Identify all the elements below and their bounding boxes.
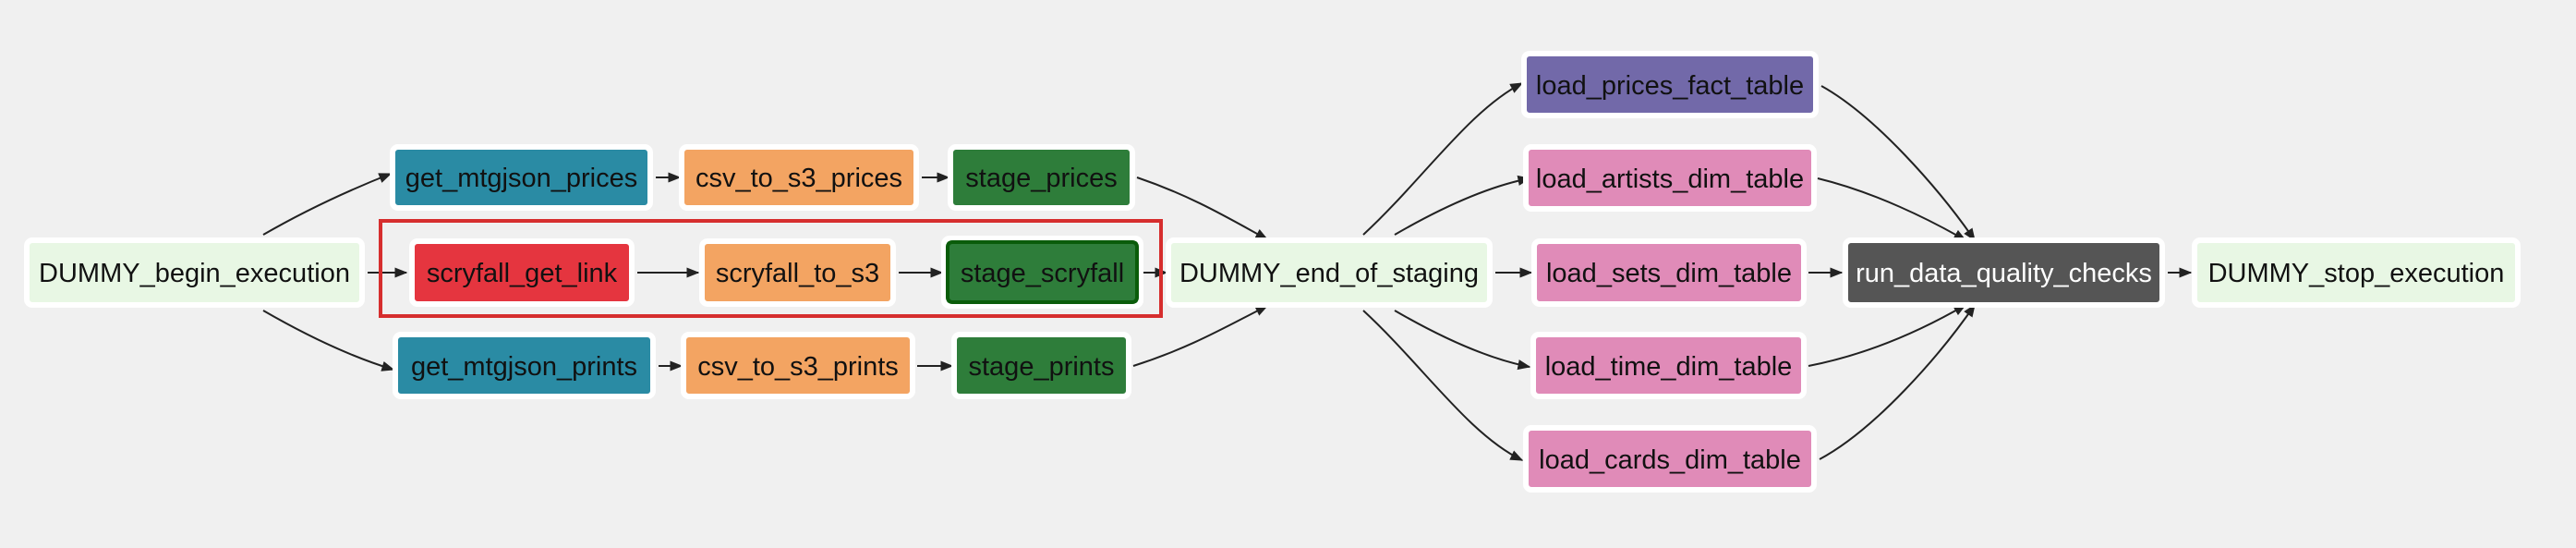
edge-load-cards-dim-to-quality-checks <box>1819 303 1976 460</box>
selected-outline <box>946 240 1139 304</box>
edges <box>262 82 2193 461</box>
task-label: load_cards_dim_table <box>1539 445 1801 475</box>
task-label: load_prices_fact_table <box>1536 71 1804 101</box>
edge-end-of-staging-to-load-artists-dim <box>1394 175 1531 236</box>
task-label: DUMMY_begin_execution <box>39 259 350 288</box>
edge-end-of-staging-to-load-prices-fact <box>1362 82 1524 236</box>
task-stage-prints[interactable]: stage_prints <box>951 332 1131 399</box>
task-get-mtgjson-prints[interactable]: get_mtgjson_prints <box>393 332 656 399</box>
edge-begin-to-get-mtgjson-prices <box>262 173 393 236</box>
task-label: stage_scryfall <box>961 259 1124 288</box>
edge-end-of-staging-to-load-time-dim <box>1394 310 1531 371</box>
task-dummy-begin-execution[interactable]: DUMMY_begin_execution <box>24 237 365 308</box>
task-scryfall-to-s3[interactable]: scryfall_to_s3 <box>699 238 896 307</box>
task-load-artists-dim-table[interactable]: load_artists_dim_table <box>1523 144 1817 212</box>
task-dummy-stop-execution[interactable]: DUMMY_stop_execution <box>2192 237 2521 308</box>
task-label: scryfall_get_link <box>427 259 618 288</box>
task-load-time-dim-table[interactable]: load_time_dim_table <box>1530 332 1807 399</box>
edge-end-of-staging-to-load-cards-dim <box>1362 310 1524 461</box>
task-dummy-end-of-staging[interactable]: DUMMY_end_of_staging <box>1166 237 1493 308</box>
task-load-prices-fact-table[interactable]: load_prices_fact_table <box>1521 51 1819 118</box>
task-csv-to-s3-prints[interactable]: csv_to_s3_prints <box>681 332 915 399</box>
edge-stage-prices-to-end-of-staging <box>1136 177 1269 240</box>
edge-load-prices-fact-to-quality-checks <box>1820 85 1976 242</box>
task-label: load_artists_dim_table <box>1536 164 1804 194</box>
edge-load-time-dim-to-quality-checks <box>1808 304 1967 367</box>
task-label: load_sets_dim_table <box>1546 259 1792 288</box>
task-label: get_mtgjson_prints <box>411 352 637 382</box>
task-label: csv_to_s3_prices <box>695 164 902 193</box>
task-label: stage_prices <box>965 164 1117 193</box>
task-label: scryfall_to_s3 <box>716 259 879 288</box>
edge-load-artists-dim-to-quality-checks <box>1817 177 1967 241</box>
task-label: DUMMY_end_of_staging <box>1179 259 1479 288</box>
task-load-sets-dim-table[interactable]: load_sets_dim_table <box>1531 238 1807 307</box>
scryfall-branch-highlight-frame <box>379 219 1163 318</box>
task-stage-scryfall[interactable]: stage_scryfall <box>941 236 1143 309</box>
task-label: stage_prints <box>969 352 1115 382</box>
task-label: DUMMY_stop_execution <box>2208 259 2505 288</box>
task-stage-prices[interactable]: stage_prices <box>948 144 1135 211</box>
task-csv-to-s3-prices[interactable]: csv_to_s3_prices <box>679 144 919 211</box>
task-get-mtgjson-prices[interactable]: get_mtgjson_prices <box>390 144 653 211</box>
task-label: run_data_quality_checks <box>1856 259 2152 288</box>
task-label: load_time_dim_table <box>1545 352 1793 382</box>
edge-begin-to-get-mtgjson-prints <box>262 310 395 371</box>
task-run-data-quality-checks[interactable]: run_data_quality_checks <box>1843 237 2165 308</box>
task-scryfall-get-link[interactable]: scryfall_get_link <box>409 238 635 307</box>
task-label: csv_to_s3_prints <box>697 352 899 382</box>
task-label: get_mtgjson_prices <box>405 164 637 193</box>
edge-stage-prints-to-end-of-staging <box>1132 305 1269 367</box>
task-load-cards-dim-table[interactable]: load_cards_dim_table <box>1523 425 1817 493</box>
